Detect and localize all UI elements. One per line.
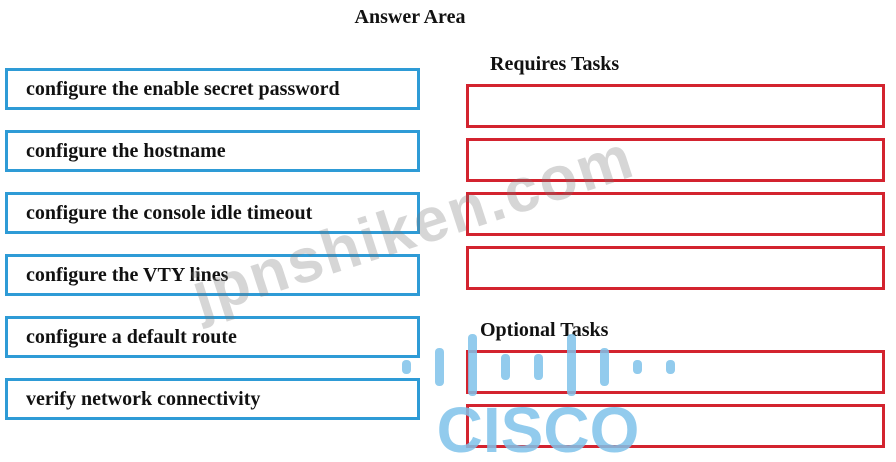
- drag-item-vty-lines[interactable]: configure the VTY lines: [5, 254, 420, 296]
- drag-item-default-route[interactable]: configure a default route: [5, 316, 420, 358]
- required-task-slot-1[interactable]: [466, 84, 885, 128]
- drag-item-verify-connectivity[interactable]: verify network connectivity: [5, 378, 420, 420]
- drag-item-enable-secret[interactable]: configure the enable secret password: [5, 68, 420, 110]
- required-task-slot-2[interactable]: [466, 138, 885, 182]
- optional-task-slot-2[interactable]: [466, 404, 885, 448]
- answer-area-title: Answer Area: [354, 6, 466, 28]
- optional-tasks-heading: Optional Tasks: [480, 319, 609, 341]
- drag-item-hostname[interactable]: configure the hostname: [5, 130, 420, 172]
- optional-task-slot-1[interactable]: [466, 350, 885, 394]
- required-tasks-heading: Requires Tasks: [490, 53, 620, 75]
- drag-item-console-timeout[interactable]: configure the console idle timeout: [5, 192, 420, 234]
- required-task-slot-3[interactable]: [466, 192, 885, 236]
- required-task-slot-4[interactable]: [466, 246, 885, 290]
